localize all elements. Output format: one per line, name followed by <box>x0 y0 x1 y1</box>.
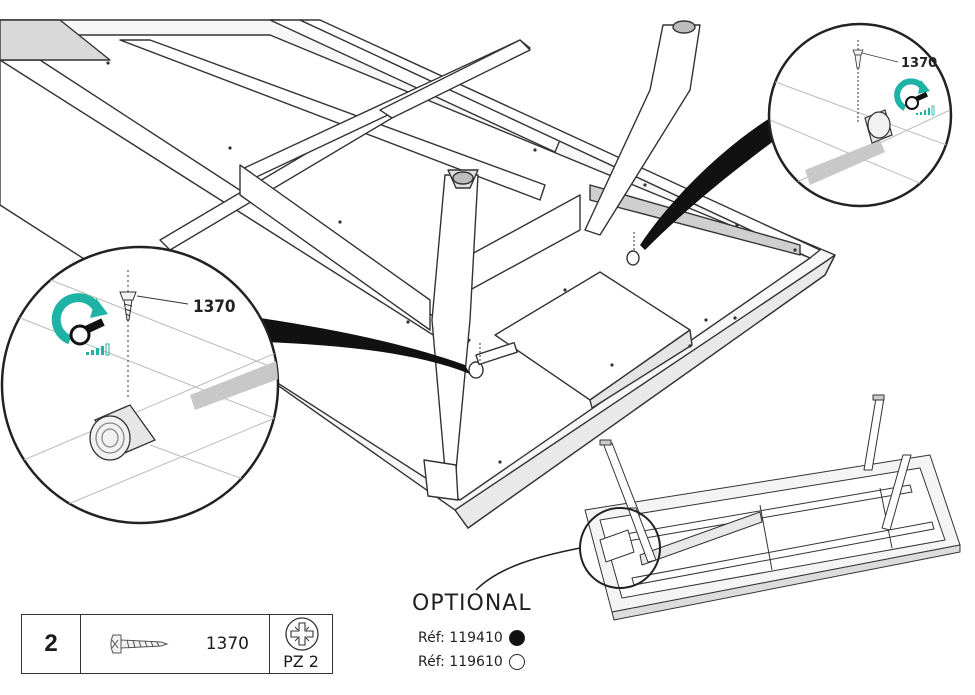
ref-label: Réf: 119610 <box>418 654 503 670</box>
ref-row-white: Réf: 119610 <box>418 654 525 670</box>
torque-level-icon <box>86 343 110 356</box>
callout-right: 1370 <box>767 22 953 208</box>
screw-holes <box>106 61 797 464</box>
table-frame <box>0 19 836 529</box>
optional-bracket <box>599 529 635 563</box>
part-code-label-left: 1370 <box>193 297 236 317</box>
torque-level-icon <box>916 105 935 116</box>
empty-circle-icon <box>508 654 525 670</box>
tool-label: PZ 2 <box>283 652 319 671</box>
callout-left: 1370 <box>0 245 280 525</box>
screw-icon <box>852 49 864 69</box>
part-quantity: 2 <box>22 615 81 673</box>
wrench-rotate-icon <box>51 293 108 346</box>
leader-line <box>136 295 189 305</box>
ref-row-black: Réf: 119410 <box>418 630 525 646</box>
screw-icon <box>110 634 169 654</box>
screw-icon <box>119 291 137 321</box>
part-code-label-right: 1370 <box>901 56 937 71</box>
leader-line <box>861 52 899 63</box>
overview-table <box>584 394 961 621</box>
wrench-rotate-icon <box>894 78 930 111</box>
ref-label: Réf: 119410 <box>418 630 503 646</box>
tool-cell: PZ 2 <box>270 615 332 673</box>
barrel-nut <box>89 404 156 461</box>
callout-pointer-right <box>640 118 775 250</box>
filled-circle-icon <box>508 630 525 646</box>
pozidriv-icon <box>285 617 319 651</box>
optional-pointer <box>475 547 581 591</box>
part-code: 1370 <box>205 634 249 654</box>
part-cell: 1370 <box>81 615 270 673</box>
parts-table: 2 1370 PZ 2 <box>21 614 333 674</box>
callout-pointer-left <box>260 318 470 374</box>
barrel-nut <box>864 109 893 144</box>
optional-title: OPTIONAL <box>412 591 532 616</box>
